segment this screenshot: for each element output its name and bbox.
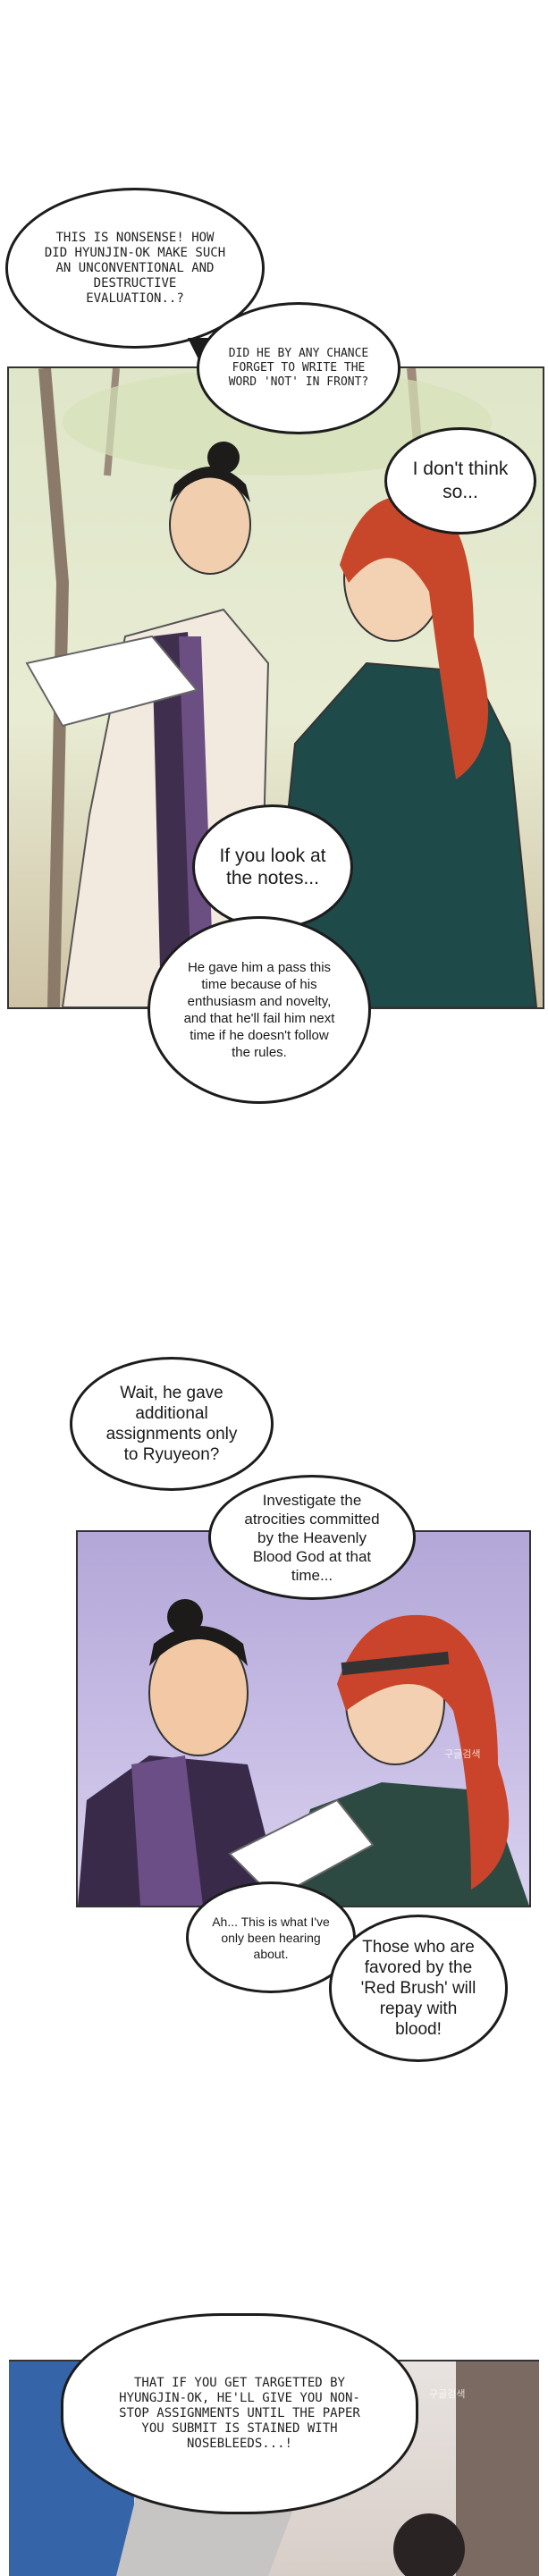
bubble-text: THAT IF YOU GET TARGETTED BY HYUNGJIN-OK… xyxy=(119,2376,360,2451)
bubble-text: I don't think so... xyxy=(412,459,509,502)
bubble-text: Those who are favored by the 'Red Brush'… xyxy=(360,1938,476,2039)
bubble-text: Wait, he gave additional assignments onl… xyxy=(105,1384,238,1464)
watermark-text: 구글검색 xyxy=(444,1748,481,1760)
speech-bubble: THIS IS NONSENSE! HOW DID HYUNJIN-OK MAK… xyxy=(5,188,265,349)
speech-bubble: Those who are favored by the 'Red Brush'… xyxy=(329,1915,508,2062)
bubble-text: THIS IS NONSENSE! HOW DID HYUNJIN-OK MAK… xyxy=(44,230,226,306)
speech-bubble: DID HE BY ANY CHANCE FORGET TO WRITE THE… xyxy=(197,302,400,434)
bubble-text: He gave him a pass this time because of … xyxy=(183,960,335,1060)
bubble-text: DID HE BY ANY CHANCE FORGET TO WRITE THE… xyxy=(228,347,369,389)
speech-bubble: Investigate the atrocities committed by … xyxy=(208,1475,416,1600)
speech-bubble: If you look at the notes... xyxy=(192,804,353,930)
watermark-text: 구글검색 xyxy=(429,2388,466,2400)
bubble-text: If you look at the notes... xyxy=(219,846,326,888)
purple-scene-illustration xyxy=(78,1599,529,1906)
courtyard-illustration xyxy=(25,368,538,1007)
speech-bubble: Ah... This is what I've only been hearin… xyxy=(186,1881,356,1993)
speech-bubble: I don't think so... xyxy=(384,427,536,535)
speech-bubble: He gave him a pass this time because of … xyxy=(148,916,371,1104)
speech-bubble: Wait, he gave additional assignments onl… xyxy=(70,1357,274,1491)
bubble-text: Ah... This is what I've only been hearin… xyxy=(212,1914,330,1961)
bubble-text: Investigate the atrocities committed by … xyxy=(244,1491,380,1584)
speech-bubble: THAT IF YOU GET TARGETTED BY HYUNGJIN-OK… xyxy=(61,2313,418,2514)
